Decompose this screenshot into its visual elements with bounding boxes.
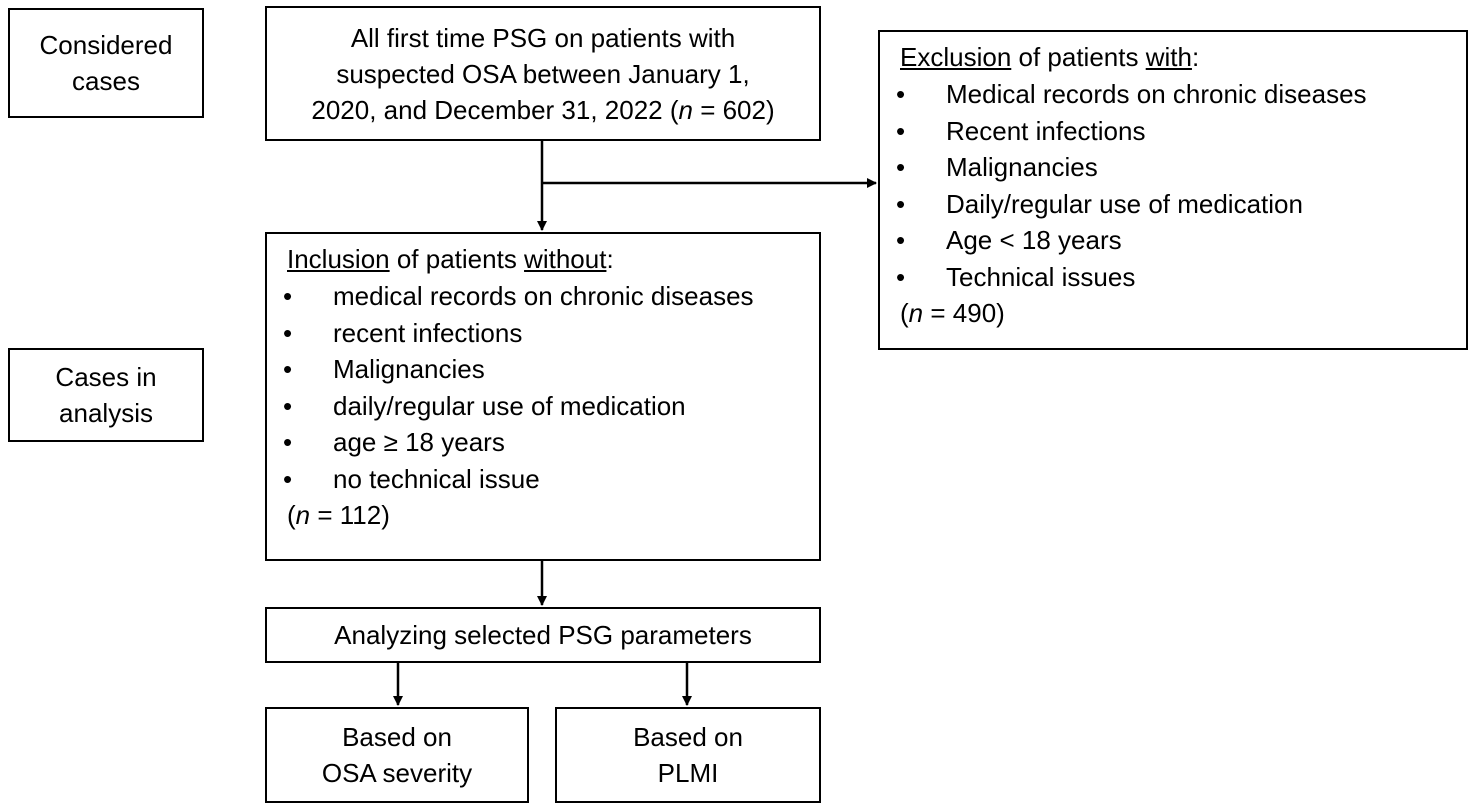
inclusion-heading-without: without [524, 244, 607, 274]
exclusion-item: • Daily/regular use of medication [880, 186, 1466, 223]
inclusion-heading-mid: of patients [389, 244, 525, 274]
inclusion-heading-colon: : [606, 244, 614, 274]
exclusion-item-text: Age < 18 years [946, 225, 1122, 255]
exclusion-count: (n = 490) [900, 295, 1466, 331]
bullet-icon: • [283, 317, 293, 348]
top-line-3-suffix: = 602) [692, 94, 775, 125]
top-line-1: All first time PSG on patients with [350, 22, 736, 53]
all-first-time-psg-box: All first time PSG on patients with susp… [265, 6, 821, 141]
analysis-line-2: analysis [59, 398, 153, 428]
bullet-icon: • [283, 281, 293, 311]
inclusion-heading-word: Inclusion [287, 244, 390, 274]
plmi-box: Based on PLMI [555, 707, 821, 803]
inclusion-count: (n = 112) [287, 497, 819, 533]
inclusion-item-text: medical records on chronic diseases [333, 281, 754, 311]
considered-line-1: Considered [39, 30, 173, 60]
exclusion-item: • Medical records on chronic diseases [880, 76, 1466, 113]
exclusion-count-rest: = 490) [923, 298, 1005, 328]
bullet-icon: • [283, 463, 293, 494]
exclusion-item-text: Recent infections [946, 115, 1146, 146]
inclusion-item: • age ≥ 18 years [267, 424, 819, 461]
inclusion-item: • medical records on chronic diseases [267, 278, 819, 315]
considered-cases-label: Considered cases [8, 8, 204, 118]
bullet-icon: • [283, 427, 293, 457]
inclusion-item-text: daily/regular use of medication [333, 390, 686, 421]
inclusion-item-text: recent infections [333, 317, 523, 348]
inclusion-item: • daily/regular use of medication [267, 388, 819, 425]
inclusion-heading: Inclusion of patients without: [287, 240, 819, 278]
exclusion-heading-colon: : [1191, 42, 1200, 72]
exclusion-item-text: Malignancies [946, 152, 1098, 182]
analyzing-box: Analyzing selected PSG parameters [265, 607, 821, 663]
bullet-icon: • [283, 354, 293, 384]
bullet-icon: • [896, 188, 906, 219]
inclusion-list: • medical records on chronic diseases • re… [267, 278, 819, 497]
considered-line-2: cases [72, 66, 140, 96]
exclusion-item: • Malignancies [880, 149, 1466, 186]
analysis-line-1: Cases in [55, 362, 157, 392]
bullet-icon: • [896, 261, 906, 292]
inclusion-box: Inclusion of patients without: • medical … [265, 232, 821, 561]
exclusion-heading-word: Exclusion [900, 42, 1012, 72]
inclusion-item-text: no technical issue [333, 463, 540, 494]
inclusion-item: • Malignancies [267, 351, 819, 388]
inclusion-item: • no technical issue [267, 461, 819, 498]
bullet-icon: • [283, 390, 293, 421]
top-n-var: n [678, 94, 693, 125]
bullet-icon: • [896, 79, 906, 109]
inclusion-item-text: Malignancies [333, 354, 485, 384]
exclusion-item: • Age < 18 years [880, 222, 1466, 259]
exclusion-heading-with: with [1145, 42, 1192, 72]
osa-severity-box: Based on OSA severity [265, 707, 529, 803]
exclusion-item-text: Daily/regular use of medication [946, 188, 1303, 219]
exclusion-item-text: Technical issues [946, 261, 1136, 292]
plmi-line-1: Based on [633, 722, 743, 752]
inclusion-count-open: ( [287, 500, 296, 530]
analyzing-label: Analyzing selected PSG parameters [334, 620, 752, 650]
bullet-icon: • [896, 152, 906, 182]
inclusion-item-text: age ≥ 18 years [333, 427, 505, 457]
osa-line-2: OSA severity [321, 758, 473, 788]
exclusion-box: Exclusion of patients with: • Medical rec… [878, 30, 1468, 350]
exclusion-item-text: Medical records on chronic diseases [946, 79, 1367, 109]
exclusion-list: • Medical records on chronic diseases • Re… [880, 76, 1466, 295]
bullet-icon: • [896, 115, 906, 146]
inclusion-n-var: n [295, 500, 311, 530]
exclusion-heading-mid: of patients [1011, 42, 1146, 72]
plmi-line-2: PLMI [657, 758, 719, 788]
exclusion-count-open: ( [900, 298, 909, 328]
osa-line-1: Based on [342, 722, 452, 752]
cases-in-analysis-label: Cases in analysis [8, 348, 204, 442]
top-line-3: 2020, and December 31, 2022 (n = 602) [311, 92, 774, 128]
top-line-2: suspected OSA between January 1, [336, 58, 750, 89]
top-line-3-prefix: 2020, and December 31, 2022 ( [311, 94, 679, 125]
exclusion-item: • Recent infections [880, 113, 1466, 150]
inclusion-count-rest: = 112) [310, 500, 390, 530]
exclusion-heading: Exclusion of patients with: [900, 38, 1466, 76]
exclusion-n-var: n [908, 298, 924, 328]
exclusion-item: • Technical issues [880, 259, 1466, 296]
bullet-icon: • [896, 225, 906, 255]
inclusion-item: • recent infections [267, 315, 819, 352]
